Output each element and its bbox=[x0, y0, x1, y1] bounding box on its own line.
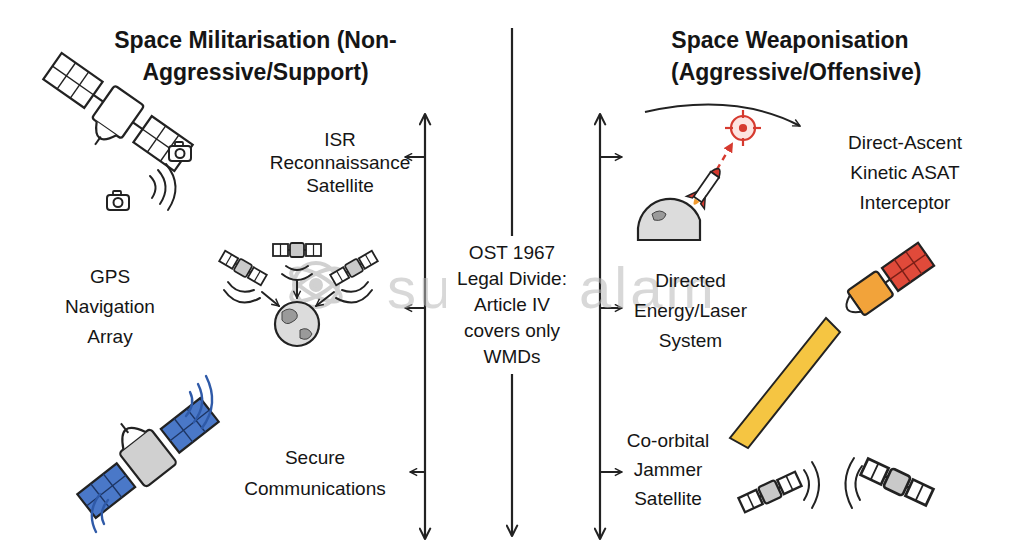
gps-array bbox=[330, 250, 379, 286]
asat-interceptor bbox=[686, 188, 710, 209]
illustration bbox=[169, 142, 191, 161]
asat-interceptor bbox=[638, 105, 800, 240]
isr-satellite bbox=[133, 116, 192, 171]
weapon-label: Direct-Ascent Kinetic ASAT Interceptor bbox=[840, 128, 970, 218]
comms-satellite bbox=[59, 375, 223, 523]
jammer-satellites bbox=[738, 457, 934, 513]
asat-interceptor bbox=[638, 199, 700, 240]
gps-array bbox=[219, 250, 268, 286]
satellite-label: Secure Communications bbox=[235, 442, 395, 504]
asat-interceptor bbox=[645, 105, 800, 126]
gps-array bbox=[275, 302, 319, 346]
axis-arrow bbox=[424, 114, 426, 539]
gps-array bbox=[224, 290, 260, 303]
branch-arrow bbox=[600, 471, 622, 473]
laser-satellite bbox=[882, 243, 934, 291]
laser-satellite bbox=[839, 242, 935, 322]
signal-waves bbox=[92, 494, 100, 532]
jammer-satellites bbox=[845, 458, 854, 508]
isr-satellite bbox=[52, 66, 93, 95]
isr-satellite bbox=[90, 122, 117, 146]
signal-waves bbox=[150, 176, 156, 198]
satellite-label: GPS Navigation Array bbox=[55, 262, 165, 352]
signal-waves bbox=[150, 164, 176, 210]
jammer-satellites bbox=[812, 462, 819, 508]
gps-array bbox=[296, 280, 298, 298]
gps-array bbox=[273, 243, 321, 257]
asat-interceptor bbox=[725, 127, 733, 129]
comms-satellite bbox=[161, 398, 219, 452]
weapon-label: Directed Energy/Laser System bbox=[628, 266, 753, 356]
jammer-satellites bbox=[804, 470, 809, 500]
gps-array bbox=[286, 266, 308, 270]
asat-interceptor bbox=[652, 211, 666, 220]
signal-waves bbox=[158, 170, 166, 204]
gps-array bbox=[224, 266, 372, 306]
gps-array bbox=[228, 282, 254, 292]
jammer-satellites bbox=[855, 466, 862, 500]
isr-satellite bbox=[95, 137, 101, 145]
illustration bbox=[107, 191, 129, 210]
legal-divide-note: OST 1967 Legal Divide: Article IV covers… bbox=[446, 236, 578, 374]
asat-interceptor bbox=[685, 163, 728, 211]
gps-array bbox=[219, 243, 379, 346]
watermark-logo bbox=[311, 280, 321, 290]
laser-satellite bbox=[842, 295, 862, 317]
asat-interceptor bbox=[742, 138, 744, 146]
branch-arrow bbox=[600, 156, 622, 158]
jammer-satellites bbox=[804, 458, 862, 508]
comms-satellite bbox=[115, 421, 146, 449]
axis-arrow bbox=[599, 114, 601, 539]
signal-waves bbox=[166, 164, 176, 210]
satellite-label: ISR Reconnaissance Satellite bbox=[260, 128, 420, 197]
signal-waves bbox=[102, 500, 108, 524]
comms-satellite bbox=[121, 423, 128, 432]
laser-satellite bbox=[730, 318, 840, 448]
isr-satellite bbox=[43, 53, 102, 108]
signal-waves bbox=[202, 376, 212, 428]
asat-interceptor bbox=[725, 110, 761, 146]
column-heading: Space Militarisation (Non-Aggressive/Sup… bbox=[114, 24, 397, 88]
gps-array bbox=[342, 282, 368, 292]
branch-arrow bbox=[410, 471, 425, 473]
comms-satellite bbox=[77, 463, 135, 517]
laser-satellite bbox=[890, 254, 926, 279]
asat-interceptor bbox=[740, 125, 746, 131]
signal-waves bbox=[92, 376, 212, 532]
asat-interceptor bbox=[753, 127, 761, 129]
asat-interceptor bbox=[692, 198, 700, 206]
gps-array bbox=[316, 292, 334, 306]
gps-array bbox=[336, 290, 372, 303]
asat-interceptor bbox=[694, 172, 719, 202]
asat-interceptor bbox=[742, 110, 744, 118]
column-heading: Space Weaponisation (Aggressive/Offensiv… bbox=[671, 24, 909, 88]
gps-array bbox=[282, 309, 312, 339]
asat-interceptor bbox=[731, 116, 755, 140]
weapon-label: Co-orbital Jammer Satellite bbox=[618, 426, 718, 513]
jammer-satellites bbox=[738, 471, 802, 514]
signal-waves bbox=[194, 384, 202, 422]
jammer-satellites bbox=[860, 457, 934, 506]
gps-array bbox=[262, 292, 279, 306]
laser-satellite bbox=[730, 242, 935, 448]
signal-waves bbox=[186, 392, 192, 416]
